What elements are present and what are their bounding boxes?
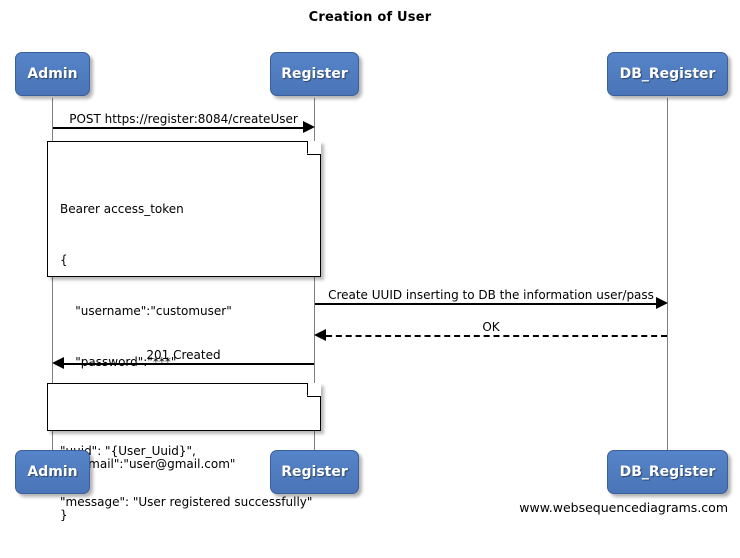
footer-watermark: www.websequencediagrams.com: [519, 500, 728, 515]
message-label-201-created: 201 Created: [146, 348, 221, 362]
message-label-ok: OK: [482, 320, 500, 334]
message-line-create-uuid: [315, 303, 656, 305]
message-arrowhead-create-uuid: [656, 297, 668, 309]
note-response-line-2: "message": "User registered successfully…: [60, 495, 313, 509]
message-arrowhead-post-createuser: [303, 121, 315, 133]
actor-register-bottom[interactable]: Register: [270, 450, 359, 494]
actor-register-bottom-label: Register: [281, 464, 348, 480]
message-label-post-createuser: POST https://register:8084/createUser: [69, 112, 298, 126]
page-title: Creation of User: [308, 10, 432, 25]
note-response-body: "uuid": "{User_Uuid}", "message": "User …: [47, 382, 321, 509]
actor-register-top-label: Register: [281, 66, 348, 82]
actor-admin-bottom-label: Admin: [27, 464, 78, 480]
actor-db-register-top[interactable]: DB_Register: [607, 52, 728, 96]
message-label-create-uuid: Create UUID inserting to DB the informat…: [328, 288, 654, 302]
note-request-line-3: "username":"customuser": [60, 304, 232, 318]
note-request-line-1: Bearer access_token: [60, 202, 184, 216]
note-fold-corner-icon: [307, 140, 321, 155]
sequence-diagram: Creation of User Admin Register DB_Regis…: [15, 10, 728, 522]
actor-admin-top[interactable]: Admin: [15, 52, 90, 96]
message-arrowhead-ok: [314, 329, 326, 341]
actor-db-register-bottom[interactable]: DB_Register: [607, 450, 728, 494]
message-line-post-createuser: [53, 127, 303, 129]
note-request-line-2: {: [60, 253, 68, 267]
actor-db-register-bottom-label: DB_Register: [619, 464, 716, 480]
actor-register-top[interactable]: Register: [270, 52, 359, 96]
actor-admin-top-label: Admin: [27, 66, 78, 82]
note-request-line-7: }: [60, 508, 68, 522]
lifeline-db-register: [667, 98, 668, 450]
actor-db-register-top-label: DB_Register: [619, 66, 716, 82]
message-line-ok: [326, 335, 667, 337]
note-request-line-4: "password":"***": [60, 355, 177, 369]
message-arrowhead-201-created: [52, 357, 64, 369]
note-fold-corner-icon: [307, 382, 321, 397]
message-line-201-created: [64, 363, 314, 365]
actor-admin-bottom[interactable]: Admin: [15, 450, 90, 494]
note-request-body: Bearer access_token { "username":"custom…: [47, 140, 321, 522]
note-request-line-6: "email":"user@gmail.com": [60, 457, 236, 471]
